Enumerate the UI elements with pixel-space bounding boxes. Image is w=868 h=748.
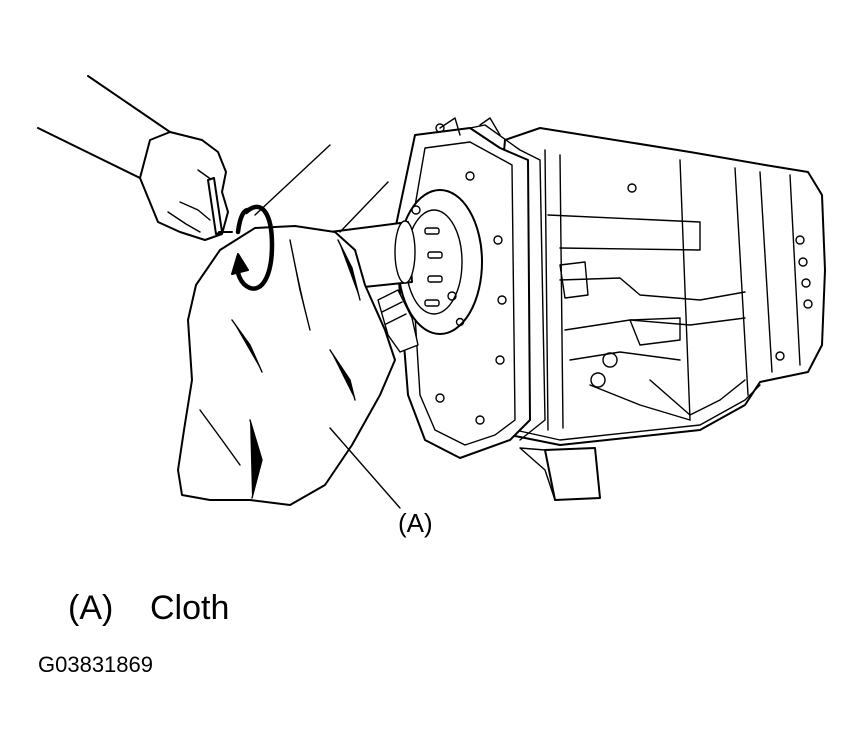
oil-pan-line bbox=[514, 384, 761, 441]
rotation-arrow-back bbox=[235, 207, 251, 235]
pipe-fitting-ring bbox=[385, 313, 407, 325]
pump-spline bbox=[427, 275, 443, 283]
bell-housing-tab bbox=[439, 117, 461, 136]
hand-outline bbox=[139, 131, 229, 241]
pipe-fitting-ring bbox=[381, 301, 403, 313]
rotation-arrow-icon bbox=[231, 204, 275, 291]
finger-line bbox=[167, 211, 201, 233]
legend-text: Cloth bbox=[150, 589, 230, 627]
case-bolt bbox=[801, 278, 811, 288]
pump-bolt bbox=[455, 317, 465, 327]
case-rib bbox=[789, 174, 801, 366]
sleeve-line bbox=[37, 127, 141, 179]
transmission-illustration bbox=[37, 75, 826, 509]
housing-bolt bbox=[493, 235, 503, 245]
case-bolt bbox=[795, 235, 805, 245]
support-block-top bbox=[519, 447, 556, 501]
leader-line-shaft bbox=[339, 181, 389, 233]
leader-lines bbox=[254, 144, 401, 509]
case-rib bbox=[759, 171, 773, 373]
case-bolt bbox=[627, 183, 637, 193]
case-rib bbox=[559, 154, 564, 429]
cloth-fold bbox=[249, 419, 263, 499]
case-contour bbox=[569, 351, 681, 361]
pipe-fitting bbox=[377, 289, 419, 353]
case-bolt bbox=[590, 372, 606, 388]
legend: (A) Cloth bbox=[68, 588, 229, 628]
legend-key: (A) bbox=[68, 589, 114, 627]
input-shaft-end bbox=[394, 220, 416, 284]
case-rib bbox=[544, 149, 549, 431]
housing-bolt bbox=[435, 393, 445, 403]
callout-label-a: (A) bbox=[398, 508, 433, 538]
housing-bolt bbox=[497, 295, 507, 305]
housing-bolt bbox=[435, 123, 445, 133]
case-contour bbox=[564, 317, 746, 331]
leader-line-a bbox=[329, 427, 401, 509]
transmission-case bbox=[329, 117, 826, 501]
pump-spline bbox=[424, 299, 440, 307]
support-block bbox=[544, 447, 601, 501]
case-bracket bbox=[559, 261, 589, 299]
sleeve-line bbox=[87, 75, 171, 133]
finger-line bbox=[179, 201, 211, 221]
rotation-arrow-curve bbox=[235, 204, 275, 291]
case-contour bbox=[649, 379, 746, 416]
case-bracket bbox=[629, 317, 681, 346]
housing-bolt bbox=[495, 355, 505, 365]
case-bolt bbox=[803, 299, 813, 309]
cloth-fold bbox=[231, 319, 263, 373]
cloth-fold bbox=[289, 239, 311, 331]
cloth-outline bbox=[177, 225, 396, 506]
figure-id: G03831869 bbox=[38, 652, 153, 677]
case-bolt bbox=[798, 257, 808, 267]
housing-bolt bbox=[465, 171, 475, 181]
cloth-fold bbox=[337, 239, 361, 301]
housing-bolt bbox=[475, 415, 485, 425]
pump-spline bbox=[427, 251, 443, 259]
pump-bolt bbox=[411, 205, 421, 215]
bell-housing-flange bbox=[469, 124, 546, 441]
cloth-fold bbox=[199, 409, 241, 466]
case-contour bbox=[559, 277, 746, 301]
hand-with-tool bbox=[37, 75, 233, 241]
case-rib bbox=[734, 167, 749, 396]
rotation-arrow-head bbox=[231, 253, 249, 275]
pump-spline bbox=[424, 227, 440, 235]
case-rib bbox=[679, 159, 691, 421]
case-bolt bbox=[775, 351, 785, 361]
case-bolt bbox=[602, 352, 618, 368]
cloth bbox=[177, 225, 396, 506]
bell-housing-tab bbox=[479, 117, 501, 136]
cloth-fold bbox=[329, 349, 356, 401]
leader-line-tool bbox=[254, 144, 331, 216]
pump-bolt bbox=[447, 291, 457, 301]
case-contour bbox=[589, 384, 691, 421]
case-contour bbox=[547, 214, 701, 251]
